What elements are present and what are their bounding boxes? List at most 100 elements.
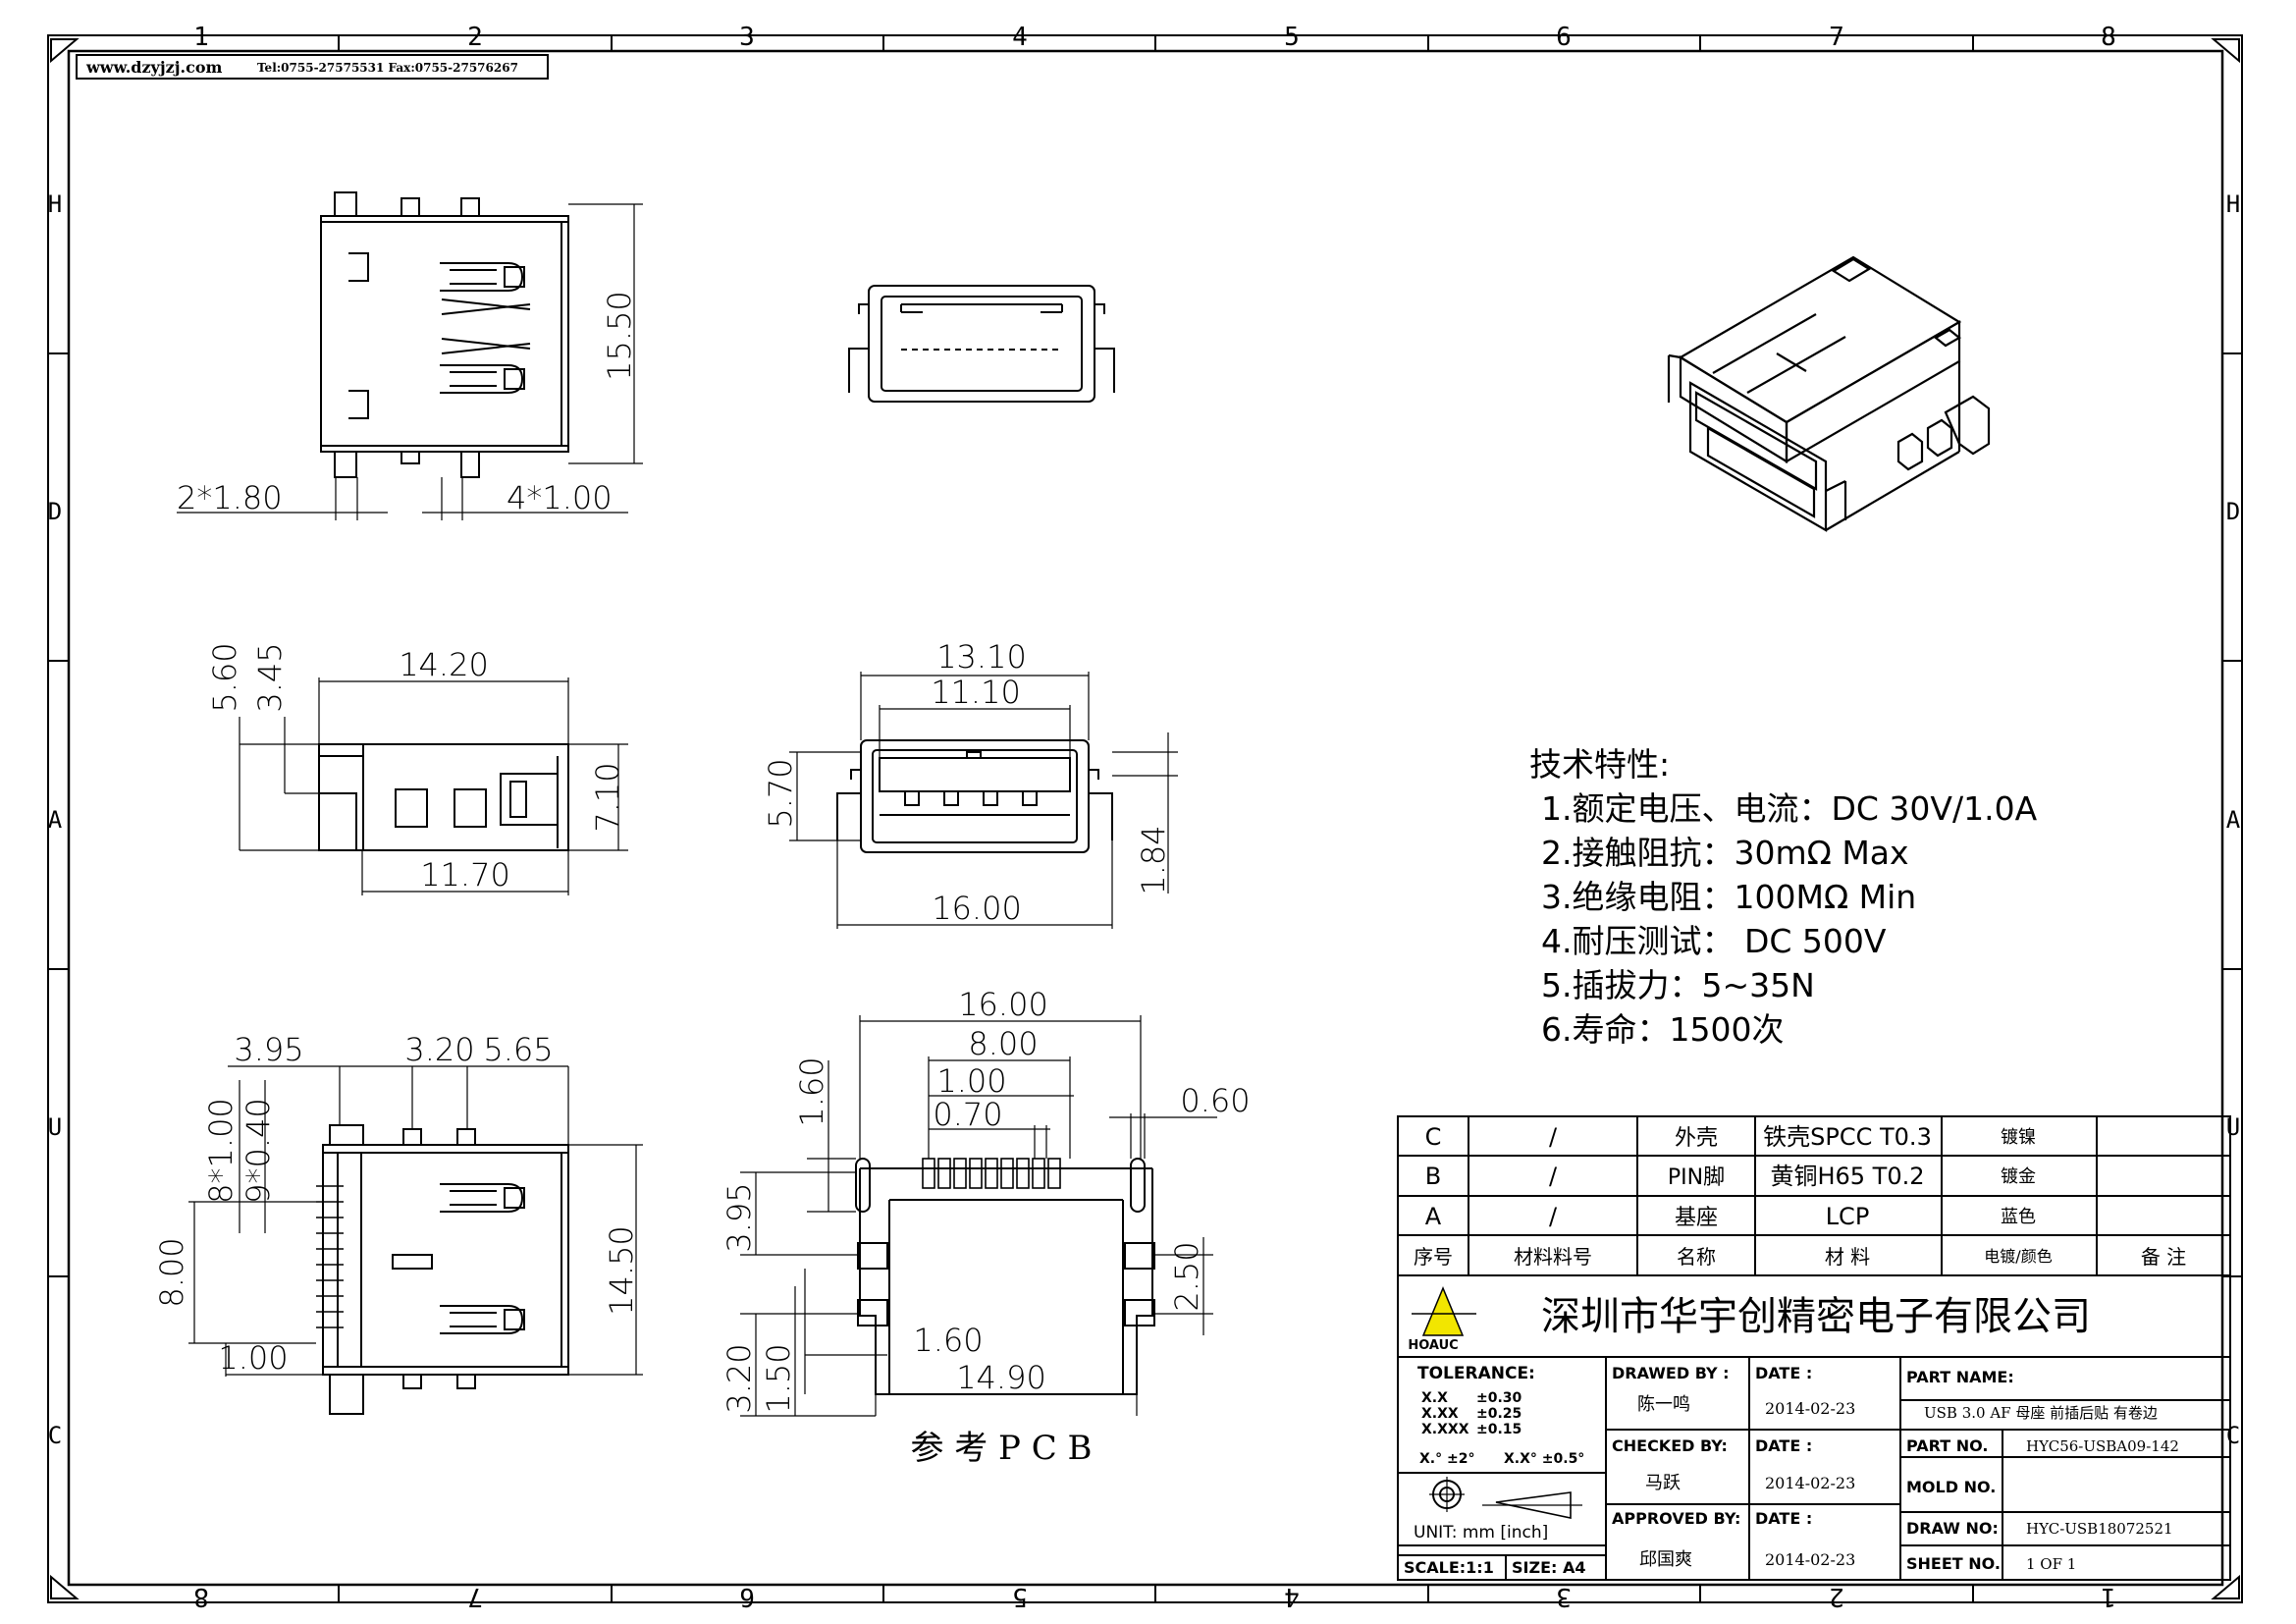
specs-title: 技术特性: [1529,745,1670,784]
col-label: 4 [1284,1582,1300,1611]
drawn-by: 陈一鸣 [1637,1394,1690,1415]
col-label: 6 [739,1582,755,1611]
frame-row-labels: H D A U C H D A U C [48,190,2241,1449]
dim-label: 1.00 [936,1062,1006,1100]
draw-no-label: DRAW NO: [1906,1519,1999,1538]
bom-cell: 铁壳SPCC T0.3 [1763,1123,1932,1151]
dim-label: 13.10 [936,638,1027,676]
drawn-label: DRAWED BY : [1612,1364,1730,1382]
bom-cell: 蓝色 [2001,1207,2036,1227]
col-label: 4 [1012,23,1028,52]
front-top-view [848,285,1115,403]
side-view [239,677,628,895]
col-label: 5 [1284,23,1300,52]
dim-label: 3.20 [404,1031,474,1068]
bom-header: 电镀/颜色 [1984,1247,2052,1266]
tolerance-label: TOLERANCE: [1417,1364,1535,1383]
side-view-dims: 5.60 3.45 14.20 7.10 11.70 [206,642,626,893]
spec-item: 1.额定电压、电流：DC 30V/1.0A [1541,789,2038,828]
checked-label: CHECKED BY: [1612,1436,1728,1455]
isometric-view [1667,255,1991,532]
date-value: 2014-02-23 [1765,1399,1855,1418]
bom-cell: A [1425,1203,1442,1230]
unit-label: UNIT: mm [inch] [1414,1523,1548,1543]
dim-label: 8.00 [968,1025,1038,1062]
logo-text: HOAUC [1408,1338,1458,1353]
mold-no-label: MOLD NO. [1906,1478,1996,1496]
title-block [1397,1274,2231,1581]
drawing-frame [47,34,2243,1603]
bom-table [1397,1115,2231,1276]
pcb-layout [740,1015,1217,1417]
row-label: U [2226,1113,2240,1141]
header-box: www.dzyjzj.com Tel:0755-27575531 Fax:075… [76,54,549,80]
col-label: 7 [467,1582,483,1611]
dim-label: 16.00 [958,986,1048,1023]
col-label: 8 [193,1582,209,1611]
col-label: 6 [1556,23,1572,52]
dim-label: 14.50 [603,1225,640,1316]
tol-key: X.XXX [1421,1422,1469,1437]
front-view-dims: 13.10 11.10 5.70 1.84 16.00 [762,638,1172,927]
row-label: D [48,498,62,525]
pcb-caption: 参 考 P C B [910,1429,1092,1468]
bom-header: 序号 [1414,1245,1453,1269]
bom-cell: B [1425,1163,1441,1190]
dim-label: 5.60 [206,642,243,712]
dim-label: 7.10 [589,762,626,832]
dim-label: 0.60 [1180,1082,1250,1119]
company-name: 深圳市华宇创精密电子有限公司 [1541,1294,2091,1339]
dim-label: 1.00 [218,1339,288,1377]
dim-label: 11.10 [931,674,1021,711]
tol-angle: X.X° ±0.5° [1504,1451,1584,1467]
dim-label: 14.90 [956,1359,1046,1396]
dim-label: 8*1.00 [202,1098,240,1204]
approved-label: APPROVED BY: [1612,1509,1740,1528]
bom-header: 材 料 [1825,1245,1870,1269]
part-name: USB 3.0 AF 母座 前插后贴 有卷边 [1924,1404,2158,1422]
row-label: U [48,1113,62,1141]
dim-label: 4*1.00 [507,479,613,516]
spec-item: 5.插拔力：5~35N [1541,966,1815,1004]
bottom-view-dims: 3.95 3.20 5.65 8*1.00 9*0.40 8.00 1.00 1… [153,1031,640,1377]
spec-item: 6.寿命：1500次 [1541,1010,1784,1049]
dim-label: 1.50 [760,1343,797,1413]
dim-label: 3.45 [251,642,289,712]
bom-cell: / [1549,1163,1558,1190]
frame-column-labels: 1 2 3 4 5 6 7 8 8 7 6 5 4 3 2 1 [193,23,2116,1611]
dim-label: 8.00 [153,1237,190,1307]
dim-label: 16.00 [932,890,1022,927]
pcb-dims: 16.00 8.00 1.00 0.70 0.60 1.60 3.95 2.50… [721,986,1251,1468]
dim-label: 3.95 [234,1031,303,1068]
bom-cell: / [1549,1203,1558,1230]
sheet-no: 1 OF 1 [2026,1555,2076,1573]
spec-item: 3.绝缘电阻：100MΩ Min [1541,878,1916,916]
col-label: 2 [1829,1582,1844,1611]
part-no-label: PART NO. [1906,1436,1988,1455]
dim-label: 1.60 [793,1056,830,1126]
bottom-view [188,1065,643,1415]
row-label: H [2226,190,2240,218]
part-no: HYC56-USBA09-142 [2026,1437,2179,1455]
top-view [177,191,643,520]
draw-no: HYC-USB18072521 [2026,1520,2173,1538]
contact-text: Tel:0755-27575531 Fax:0755-27576267 [257,61,518,75]
tol-angle: X.° ±2° [1419,1451,1474,1467]
date-value: 2014-02-23 [1765,1550,1855,1569]
tol-val: ±0.30 [1476,1390,1522,1406]
col-label: 7 [1829,23,1844,52]
part-name-label: PART NAME: [1906,1368,2014,1386]
dim-label: 11.70 [420,856,510,893]
dim-label: 15.50 [601,291,638,381]
bom-cell: 外壳 [1675,1126,1718,1151]
tol-val: ±0.25 [1476,1406,1522,1422]
dim-label: 2.50 [1168,1241,1205,1311]
dim-label: 5.65 [483,1031,553,1068]
date-label: DATE : [1755,1364,1812,1382]
dim-label: 14.20 [399,646,489,683]
spec-item: 2.接触阻抗：30mΩ Max [1541,834,1909,872]
bom-text: C / 外壳 铁壳SPCC T0.3 镀镍 B / PIN脚 黄铜H65 T0.… [1414,1123,2186,1269]
col-label: 1 [2101,1582,2116,1611]
row-label: C [48,1422,62,1449]
